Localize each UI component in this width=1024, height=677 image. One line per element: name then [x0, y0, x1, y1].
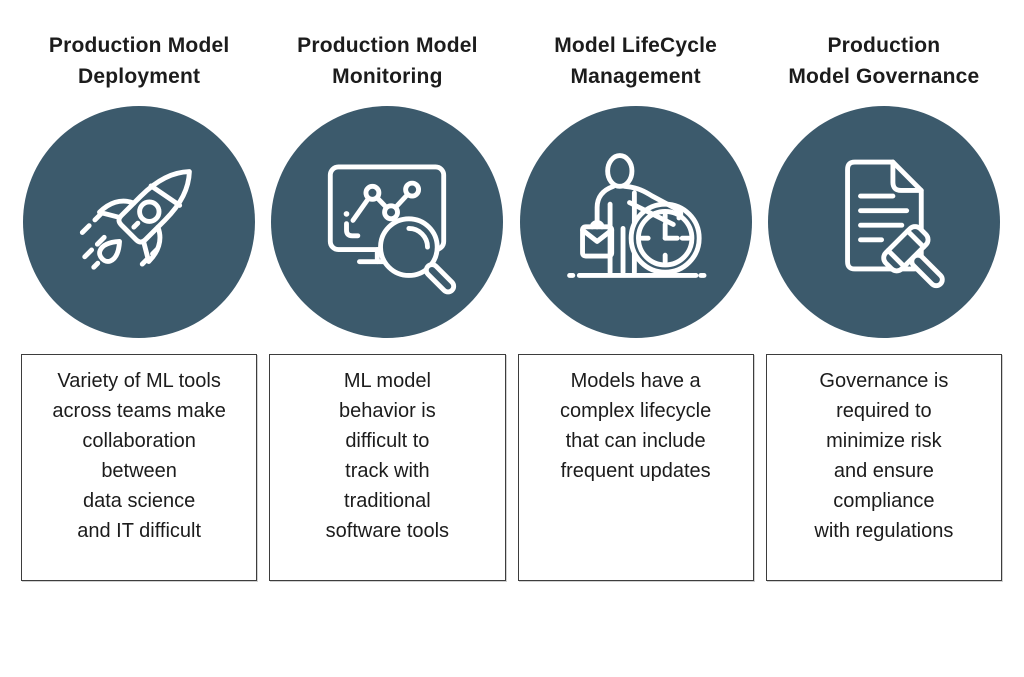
monitor-magnifier-icon	[328, 164, 457, 295]
icon-circle	[23, 106, 256, 338]
person-clock-icon	[566, 153, 707, 278]
icon-circle	[519, 106, 752, 338]
icon-circle	[271, 106, 504, 338]
rocket-icon	[79, 169, 192, 272]
document-gavel-icon	[844, 159, 945, 289]
icon-circle	[767, 106, 1000, 338]
